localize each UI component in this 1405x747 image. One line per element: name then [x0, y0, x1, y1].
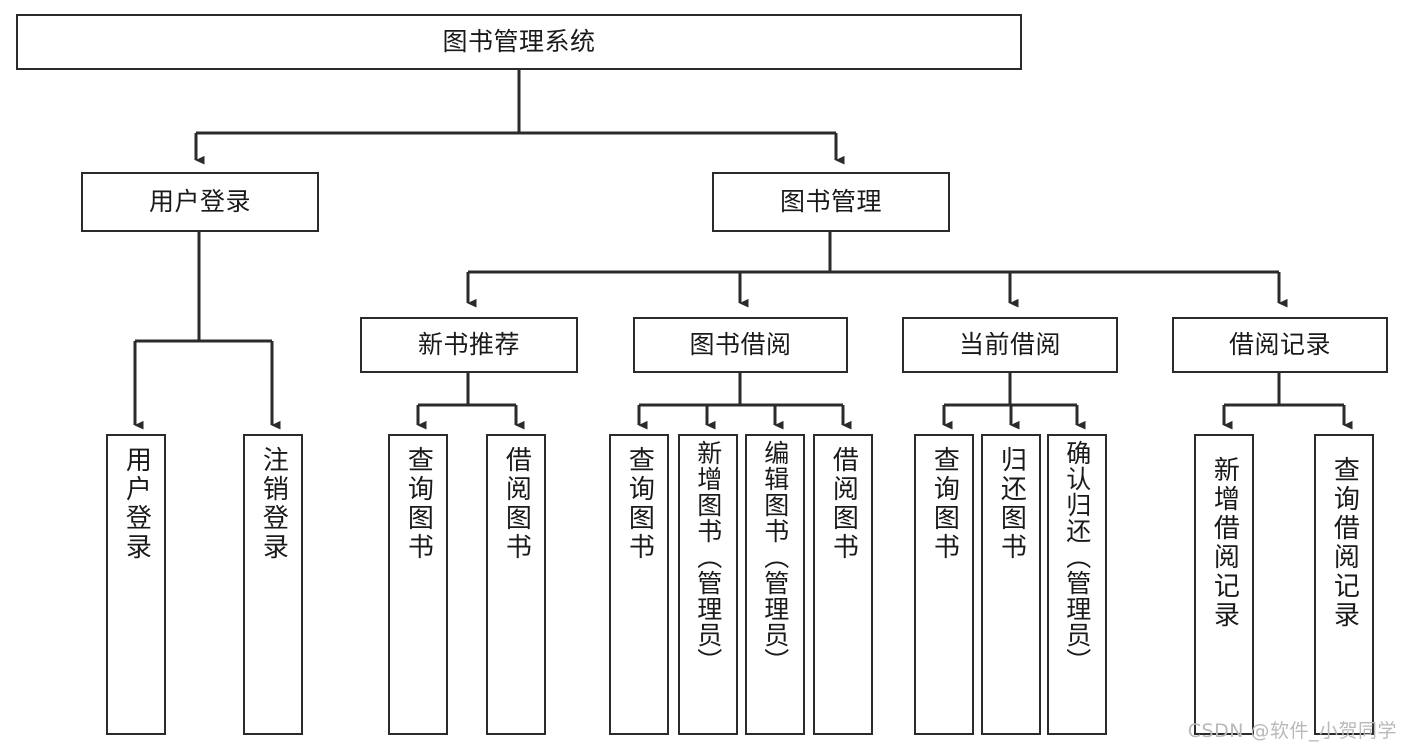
leaf-current-confirm-return-admin[interactable]: 确认归还（管理员）: [1047, 434, 1107, 735]
node-user-login[interactable]: 用户登录: [81, 172, 319, 232]
node-label: 借阅记录: [1228, 330, 1331, 359]
node-label: 图书管理: [779, 187, 882, 216]
leaf-borrow-add-book-admin[interactable]: 新增图书（管理员）: [678, 434, 738, 735]
leaf-logout[interactable]: 注销登录: [243, 434, 303, 735]
leaf-newbook-borrow-book[interactable]: 借阅图书: [486, 434, 546, 735]
leaf-newbook-query-book[interactable]: 查询图书: [388, 434, 448, 735]
node-root-book-management-system[interactable]: 图书管理系统: [16, 14, 1022, 70]
csdn-watermark: CSDN @软件_小贺同学: [1187, 720, 1397, 742]
node-label: 用户登录: [148, 187, 251, 216]
leaf-current-query-book[interactable]: 查询图书: [914, 434, 974, 735]
node-label: 新增借阅记录: [1209, 456, 1240, 630]
node-label: 图书管理系统: [442, 27, 596, 56]
node-label: 查询借阅记录: [1329, 456, 1360, 630]
leaf-records-add-record[interactable]: 新增借阅记录: [1194, 434, 1254, 735]
node-label: 查询图书: [403, 446, 434, 562]
node-label: 用户登录: [121, 446, 152, 562]
leaf-records-query-record[interactable]: 查询借阅记录: [1314, 434, 1374, 735]
node-label: 借阅图书: [501, 446, 532, 562]
node-borrow-records[interactable]: 借阅记录: [1172, 317, 1388, 373]
leaf-current-return-book[interactable]: 归还图书: [981, 434, 1041, 735]
node-label: 注销登录: [258, 446, 289, 562]
leaf-borrow-query-book[interactable]: 查询图书: [609, 434, 669, 735]
leaf-borrow-borrow-book[interactable]: 借阅图书: [813, 434, 873, 735]
node-label: 新书推荐: [417, 330, 520, 359]
leaf-user-login[interactable]: 用户登录: [106, 434, 166, 735]
node-label: 借阅图书: [828, 446, 859, 562]
node-label: 新增图书（管理员）: [693, 440, 723, 674]
node-book-management[interactable]: 图书管理: [712, 172, 950, 232]
leaf-borrow-edit-book-admin[interactable]: 编辑图书（管理员）: [745, 434, 805, 735]
node-book-borrow[interactable]: 图书借阅: [633, 317, 848, 373]
node-label: 确认归还（管理员）: [1062, 440, 1092, 674]
node-label: 图书借阅: [689, 330, 792, 359]
node-label: 归还图书: [996, 446, 1027, 562]
node-label: 查询图书: [929, 446, 960, 562]
node-current-borrow[interactable]: 当前借阅: [902, 317, 1118, 373]
node-label: 当前借阅: [958, 330, 1061, 359]
node-label: 查询图书: [624, 446, 655, 562]
node-new-book-recommend[interactable]: 新书推荐: [360, 317, 578, 373]
node-label: 编辑图书（管理员）: [760, 440, 790, 674]
